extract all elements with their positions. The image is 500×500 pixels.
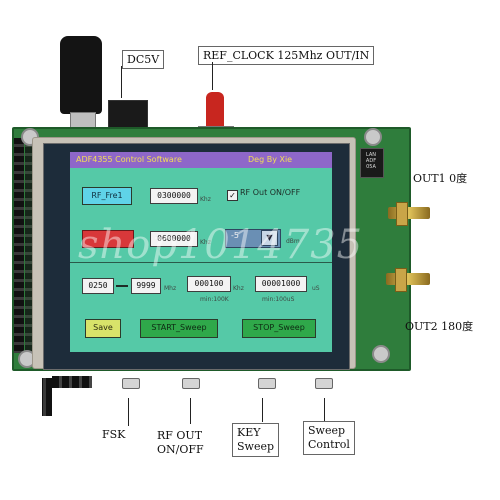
start-sweep-button[interactable]: START_Sweep [140, 319, 218, 338]
out1-label: OUT1 0度 [413, 172, 468, 185]
out1-connector-nut [396, 202, 408, 226]
rf-fre1-button[interactable]: RF_Fre1 [82, 187, 132, 205]
lcd-title: ADF4355 Control Software [76, 155, 182, 164]
watermark: shop1014735 [78, 222, 364, 268]
step-field[interactable]: 000100 [187, 276, 231, 292]
ref-clock-label: REF_CLOCK 125Mhz OUT/IN [198, 46, 375, 65]
out2-connector-nut [395, 268, 407, 292]
key-sweep-label-line1: KEY [237, 426, 261, 439]
rf-out-label-line1: RF OUT [157, 429, 203, 442]
lcd-ui-panel [70, 152, 332, 352]
pin-header-left [14, 138, 24, 353]
freq2-unit: Khz [200, 239, 211, 246]
out2-connector [386, 273, 430, 285]
power-unit: dBm [286, 238, 300, 245]
rf-out-button[interactable] [182, 378, 200, 389]
sweep-control-button[interactable] [315, 378, 333, 389]
sweep-mhz-unit: Mhz [164, 285, 177, 292]
sweep-stop-field[interactable]: 9999 [131, 278, 161, 294]
dc5v-leader [121, 66, 122, 98]
mount-hole-bottom-right [372, 345, 390, 363]
rf-out-checkbox[interactable]: ✓ [227, 190, 238, 201]
pin-header-left-inner [25, 138, 33, 353]
key-sweep-label: KEY Sweep [232, 423, 280, 457]
key-sweep-label-line2: Sweep [237, 440, 275, 453]
time-unit: uS [312, 285, 320, 292]
range-dash [116, 285, 128, 287]
fsk-leader [128, 398, 129, 426]
lcd-divider [70, 262, 332, 263]
pin-header-bottom [42, 378, 52, 416]
time-min-label: min:100uS [262, 296, 295, 303]
step-min-label: min:100K [200, 296, 229, 303]
rf-out-leader [190, 398, 191, 424]
sweep-start-field[interactable]: 0250 [82, 278, 114, 294]
chip-label: LAN ADF 05A [365, 152, 377, 170]
sweep-control-label: Sweep Control [303, 421, 355, 455]
chip [360, 148, 384, 178]
rf-out-label: RF OUT ON/OFF [152, 426, 209, 460]
ref-clock-leader [212, 62, 213, 90]
out1-connector [388, 207, 430, 219]
rf-status-indicator [82, 230, 134, 248]
sweep-control-label-line2: Control [308, 438, 350, 451]
power-cable [60, 36, 102, 114]
rf-out-checkbox-label: RF Out ON/OFF [240, 188, 301, 197]
key-sweep-button[interactable] [258, 378, 276, 389]
fsk-button[interactable] [122, 378, 140, 389]
freq2-field[interactable]: 0600000 [150, 231, 198, 247]
save-button[interactable]: Save [85, 319, 121, 338]
out2-label: OUT2 180度 [405, 320, 474, 333]
dc5v-label: DC5V [122, 50, 165, 69]
ref-clock-connector [206, 92, 224, 130]
lcd-title-bar: ADF4355 Control Software Deg By Xie [70, 152, 332, 168]
time-field[interactable]: 00001000 [255, 276, 307, 292]
stop-sweep-button[interactable]: STOP_Sweep [242, 319, 316, 338]
key-sweep-leader [262, 398, 263, 422]
sweep-control-label-line1: Sweep [308, 424, 346, 437]
lcd-author: Deg By Xie [248, 155, 293, 164]
power-value: -5 [231, 231, 239, 240]
sweep-control-leader [324, 398, 325, 422]
bottom-header [52, 376, 92, 388]
dc-jack [108, 100, 148, 132]
mount-hole-top-right [364, 128, 382, 146]
power-dropdown-icon[interactable]: ▼ [261, 230, 278, 246]
freq1-unit: Khz [200, 196, 211, 203]
step-unit: Khz [233, 285, 244, 292]
rf-out-label-line2: ON/OFF [157, 443, 204, 456]
fsk-label: FSK [102, 428, 126, 441]
freq1-field[interactable]: 0300000 [150, 188, 198, 204]
